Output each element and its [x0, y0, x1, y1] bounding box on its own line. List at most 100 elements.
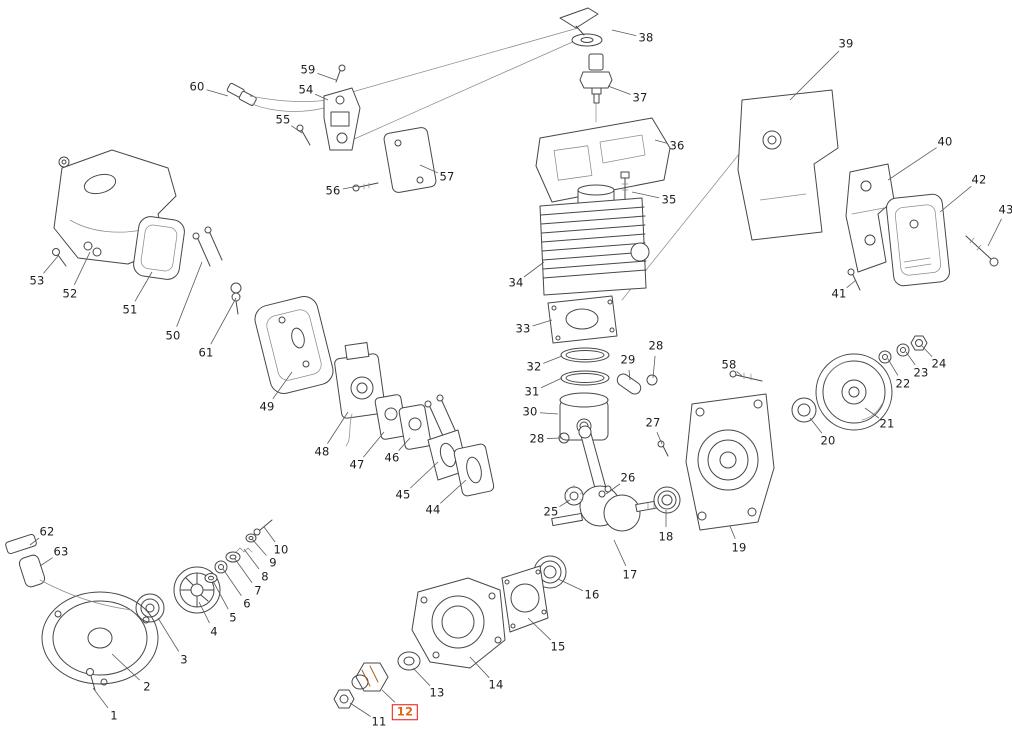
- part-label-9: 9: [269, 555, 277, 570]
- part-label-28-2: 28: [529, 431, 545, 446]
- part-52-grommets: [83, 241, 102, 257]
- part-34-cylinder: [539, 184, 650, 296]
- part-label-37: 37: [632, 90, 648, 105]
- part-label-59: 59: [300, 62, 316, 77]
- part-30-piston: [559, 392, 609, 441]
- part-label-33: 33: [515, 321, 531, 336]
- part-label-32: 32: [526, 359, 542, 374]
- part-label-36: 36: [669, 138, 685, 153]
- part-label-56: 56: [325, 183, 341, 198]
- part-label-5: 5: [229, 610, 237, 625]
- part-label-3: 3: [180, 652, 188, 667]
- part-label-39: 39: [838, 36, 854, 51]
- part-42-muffler-cover: [886, 193, 950, 287]
- part-label-18: 18: [658, 529, 674, 544]
- part-label-27: 27: [645, 415, 661, 430]
- part-label-13: 13: [429, 685, 445, 700]
- part-label-11: 11: [371, 714, 387, 729]
- part-14-crankcase: [411, 577, 506, 669]
- part-label-30: 30: [522, 404, 538, 419]
- part-label-55: 55: [275, 112, 291, 127]
- part-label-54: 54: [298, 82, 314, 97]
- part-label-1: 1: [110, 708, 118, 723]
- part-label-23: 23: [913, 365, 929, 380]
- part-53-screw: [52, 248, 67, 267]
- part-label-40: 40: [937, 134, 953, 149]
- part-36-shroud: [535, 117, 671, 203]
- part-18-bearing: [653, 486, 681, 514]
- part-43-bolt: [965, 235, 999, 267]
- part-label-35: 35: [661, 192, 677, 207]
- part-48-carburetor: [334, 342, 386, 447]
- part-29-piston-pin: [616, 373, 642, 395]
- part-28-clip-upper: [646, 374, 658, 386]
- part-label-24: 24: [931, 356, 947, 371]
- part-label-46: 46: [384, 450, 400, 465]
- part-label-38: 38: [638, 30, 654, 45]
- part-label-53: 53: [29, 273, 45, 288]
- part-51-air-filter: [133, 216, 185, 280]
- part-label-19: 19: [731, 540, 747, 555]
- part-17-crankshaft: [551, 425, 667, 532]
- part-label-61: 61: [198, 345, 214, 360]
- part-54-ignition-coil: [323, 87, 361, 151]
- part-label-31: 31: [524, 384, 540, 399]
- part-59-screw: [335, 64, 346, 83]
- part-label-58: 58: [721, 357, 737, 372]
- part-label-43: 43: [998, 202, 1012, 217]
- part-label-50: 50: [165, 328, 181, 343]
- part-5-washer: [204, 573, 218, 583]
- part-label-44: 44: [425, 502, 441, 517]
- part-label-34: 34: [508, 275, 524, 290]
- part-33-gasket: [547, 295, 618, 344]
- intake-screws: [424, 394, 456, 437]
- part-label-47: 47: [349, 457, 365, 472]
- part-label-17: 17: [622, 567, 638, 582]
- part-label-2: 2: [143, 679, 151, 694]
- part-label-62: 62: [39, 524, 55, 539]
- part-label-6: 6: [243, 596, 251, 611]
- part-label-7: 7: [254, 583, 262, 598]
- part-1-screw: [86, 668, 96, 691]
- part-label-57: 57: [439, 169, 455, 184]
- part-61-bolt: [230, 282, 242, 315]
- part-label-49: 49: [259, 399, 275, 414]
- part-50-screws: [192, 226, 223, 267]
- part-label-42: 42: [971, 172, 987, 187]
- part-label-29: 29: [620, 352, 636, 367]
- part-13-washer: [397, 651, 421, 671]
- part-20-washer: [791, 397, 817, 423]
- part-label-45: 45: [395, 487, 411, 502]
- part-41-screw: [847, 268, 861, 291]
- part-32-piston-ring: [560, 347, 610, 363]
- part-label-8: 8: [261, 569, 269, 584]
- part-label-4: 4: [210, 624, 218, 639]
- part-label-51: 51: [122, 302, 138, 317]
- part-57-plate: [383, 127, 437, 193]
- part-label-10: 10: [273, 542, 289, 557]
- part-label-22: 22: [895, 376, 911, 391]
- part-38-lever: [559, 7, 603, 47]
- part-60-wire-connectors: [226, 82, 327, 112]
- part-63-starter-grip: [18, 554, 133, 611]
- part-label-16: 16: [584, 587, 600, 602]
- part-11-nut: [333, 689, 355, 709]
- part-label-63: 63: [53, 544, 69, 559]
- part-12-collar-nut-highlighted: [351, 662, 389, 692]
- part-label-12: 12: [391, 704, 419, 720]
- part-label-25: 25: [543, 504, 559, 519]
- part-3-recoil-spring: [135, 593, 165, 623]
- part-label-14: 14: [488, 677, 504, 692]
- part-label-60: 60: [189, 79, 205, 94]
- part-23-lock-washer: [896, 343, 910, 357]
- part-label-41: 41: [831, 286, 847, 301]
- part-49-muffler: [254, 296, 334, 394]
- part-label-21: 21: [879, 416, 895, 431]
- part-10-screw: [253, 519, 273, 536]
- part-label-15: 15: [550, 639, 566, 654]
- part-19-housing: [685, 393, 775, 531]
- part-label-48: 48: [314, 444, 330, 459]
